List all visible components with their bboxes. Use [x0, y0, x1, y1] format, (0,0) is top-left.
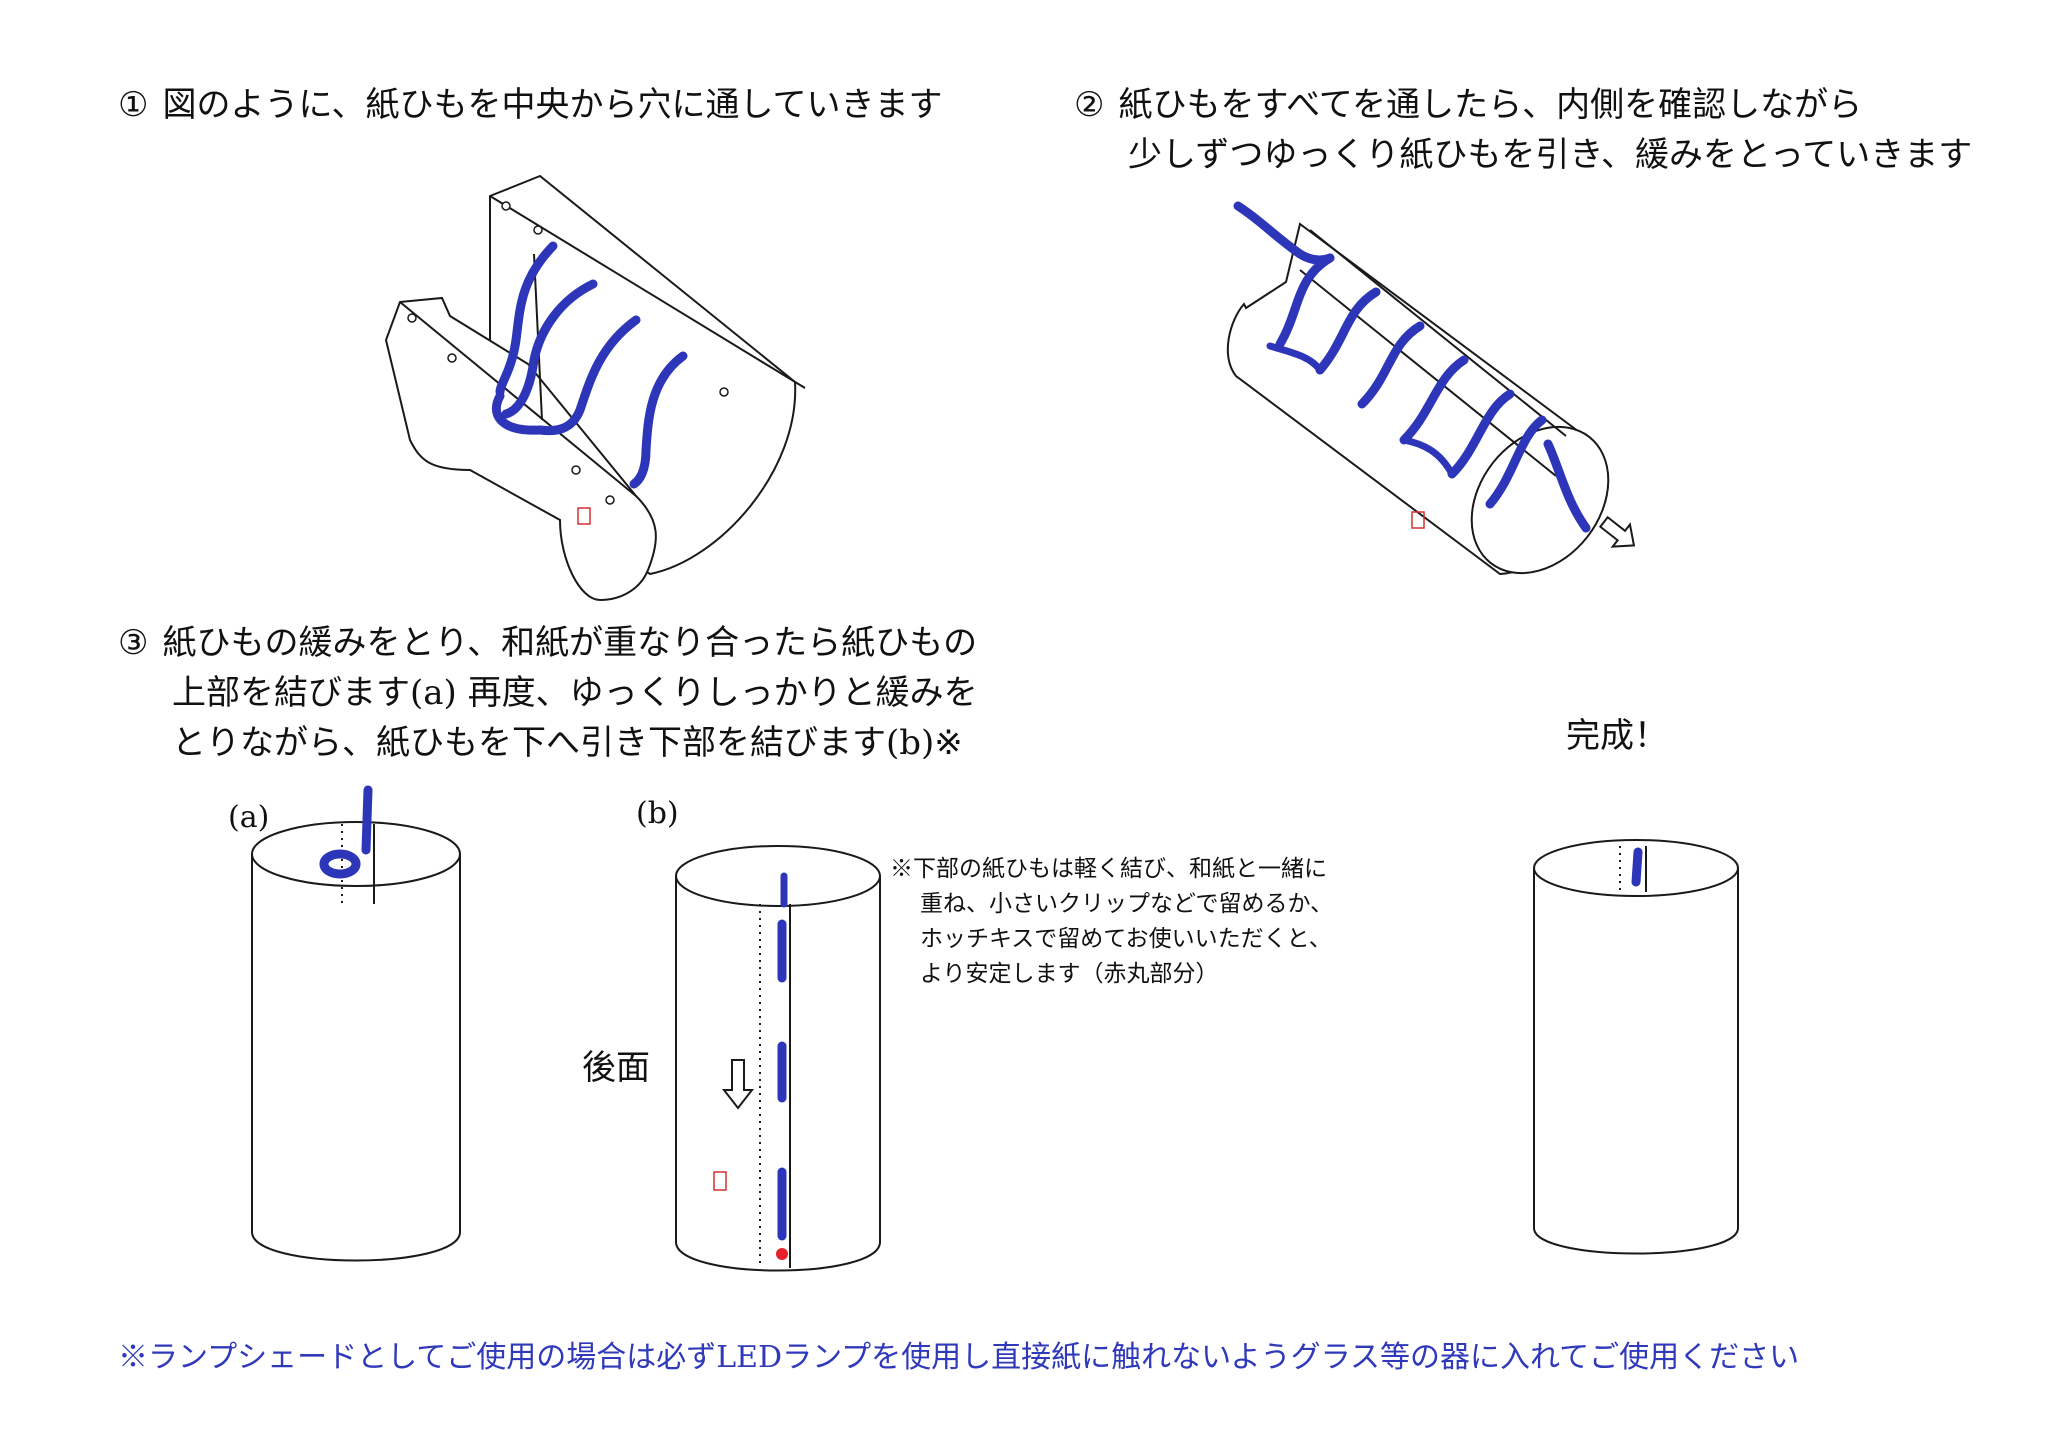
step-3-line-3: とりながら、紙ひもを下へ引き下部を結びます(b)※	[172, 723, 963, 763]
fig3a-body	[251, 854, 461, 1262]
note-line-3: ホッチキスで留めてお使いいただくと、	[920, 926, 1332, 952]
figure-3b-back	[675, 845, 881, 1272]
step-3-line-2: 上部を結びます(a) 再度、ゆっくりしっかりと緩みを	[172, 673, 978, 713]
fig3a-top-rim	[251, 821, 461, 887]
fig1-cord-4	[629, 351, 688, 489]
fig2-cord-loop-1	[1266, 342, 1324, 374]
step-1-line-1: 図のように、紙ひもを中央から穴に通していきます	[162, 85, 943, 125]
fig2-cord-5	[1447, 389, 1515, 479]
fig2-cord-loop-2	[1400, 436, 1456, 478]
seal-stamp-icon-3	[713, 1171, 727, 1191]
fig2-cord-2	[1315, 287, 1381, 375]
fig1-cord-2	[501, 279, 598, 419]
note-line-2: 重ね、小さいクリップなどで留めるか、	[920, 891, 1334, 917]
fig2-seam-bottom	[1299, 269, 1557, 477]
fig2-cord-6	[1485, 415, 1547, 509]
note-line-1: ※下部の紙ひもは軽く結び、和紙と一緒に	[890, 856, 1327, 882]
arrow-right-down-icon	[1598, 515, 1636, 548]
figure-complete-front	[1533, 839, 1739, 1255]
fig2-cord-exit	[1543, 439, 1591, 533]
arrow-down-icon	[721, 1059, 755, 1110]
fig3a-cord-up	[361, 785, 373, 855]
fig2-cord-1	[1275, 253, 1335, 349]
seal-stamp-icon	[577, 507, 591, 525]
step-3-line-1: 紙ひもの緩みをとり、和紙が重なり合ったら紙ひもの	[162, 623, 978, 663]
step-1-instruction: ① 図のように、紙ひもを中央から穴に通していきます	[118, 80, 942, 130]
fig3a-knot	[319, 849, 361, 879]
step-2-line-1: 紙ひもをすべてを通したら、内側を確認しながら	[1118, 85, 1863, 125]
step-2-line-2: 少しずつゆっくり紙ひもを引き、緩みをとっていきます	[1128, 135, 1973, 175]
fig2-cord-3	[1357, 321, 1425, 409]
note-text: ※下部の紙ひもは軽く結び、和紙と一緒に 重ね、小さいクリップなどで留めるか、 ホ…	[890, 852, 1333, 992]
fig2-end-opening	[1470, 425, 1610, 575]
fig2-seam-top	[1309, 229, 1567, 437]
step-1-number: ①	[118, 85, 149, 125]
fig4-body	[1533, 868, 1739, 1255]
fig4-cord	[1631, 847, 1643, 887]
fig2-cord-4	[1399, 355, 1469, 445]
step-3-instruction: ③ 紙ひもの緩みをとり、和紙が重なり合ったら紙ひもの 上部を結びます(a) 再度、…	[118, 618, 978, 768]
subfigure-b-label: (b)	[636, 796, 679, 831]
step-2-number: ②	[1074, 85, 1105, 125]
step-3-number: ③	[118, 623, 149, 663]
note-line-4: より安定します（赤丸部分）	[920, 961, 1219, 987]
fig1-top-edge	[489, 195, 806, 389]
figure-3a-front	[251, 785, 461, 1262]
figure-1-threading	[384, 174, 806, 602]
fig1-cord-5	[491, 391, 545, 435]
step-2-instruction: ② 紙ひもをすべてを通したら、内側を確認しながら 少しずつゆっくり紙ひもを引き、緩…	[1074, 80, 1972, 180]
fig3b-top-rim	[675, 845, 881, 907]
figure-2-tightening	[1226, 201, 1636, 576]
back-label-b: 後面	[582, 1048, 650, 1088]
fig1-cord-1	[495, 241, 558, 397]
fig1-cord-3	[535, 315, 641, 436]
seal-stamp-icon-2	[1411, 511, 1425, 529]
subfigure-a-label: (a)	[228, 800, 270, 835]
red-dot-marker	[776, 1248, 788, 1260]
footer-warning: ※ランプシェードとしてご使用の場合は必ずLEDランプを使用し直接紙に触れないよう…	[118, 1340, 1800, 1375]
complete-label: 完成！	[1566, 716, 1668, 756]
